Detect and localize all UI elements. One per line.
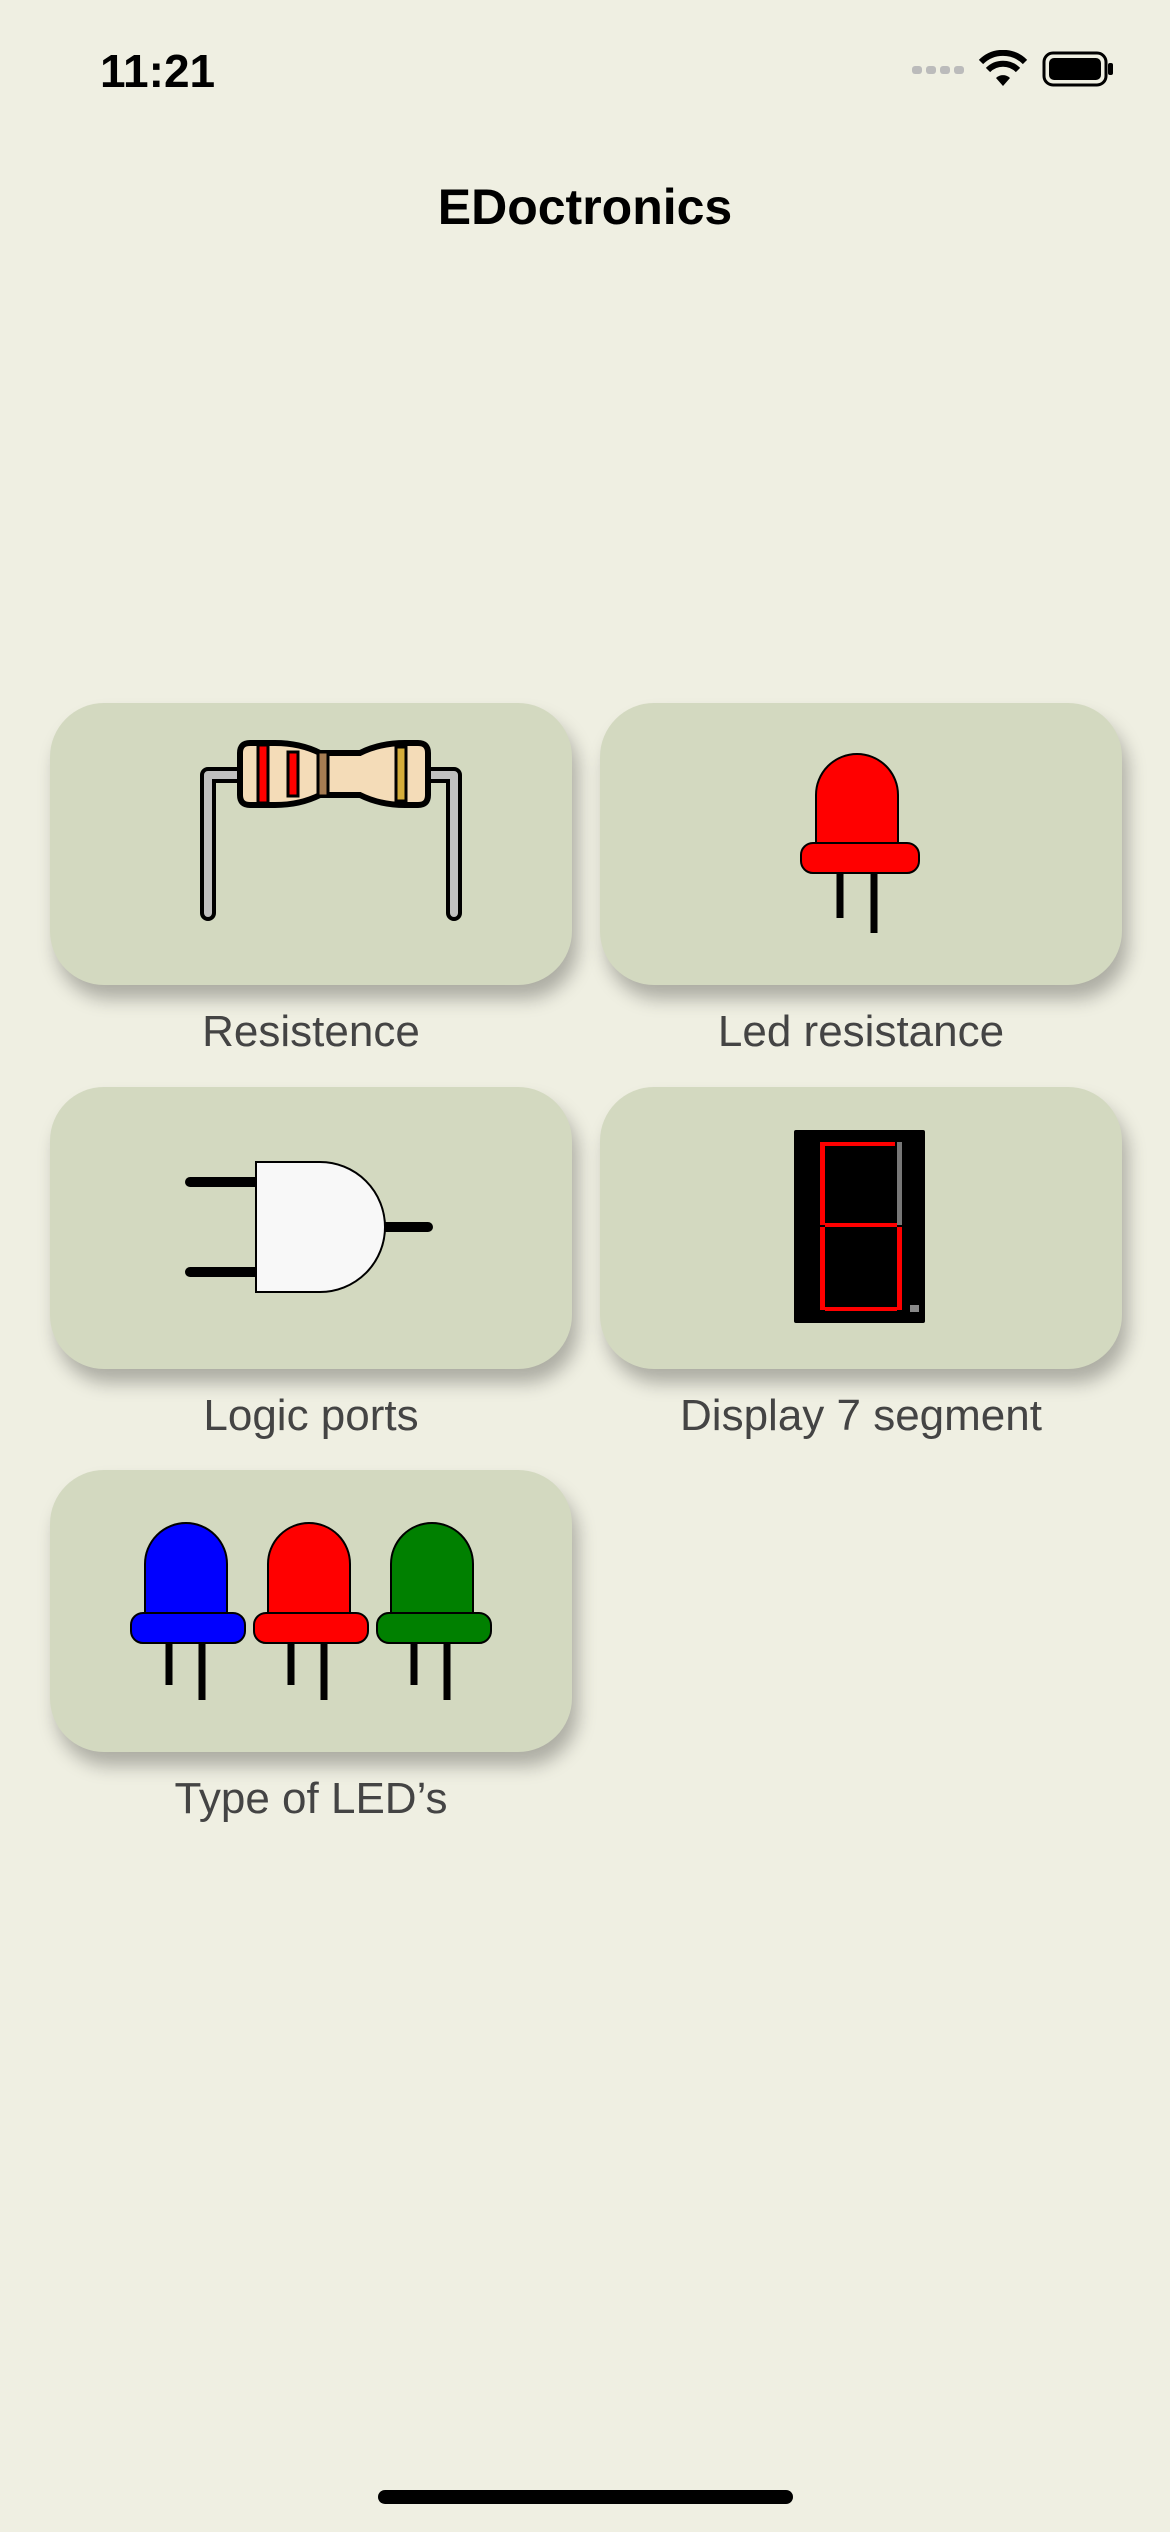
type-of-leds-card[interactable] xyxy=(50,1470,572,1752)
wifi-icon xyxy=(978,50,1028,86)
home-indicator[interactable] xyxy=(378,2490,793,2504)
led-resistance-label[interactable]: Led resistance xyxy=(717,1007,1005,1056)
display-7-segment-label[interactable]: Display 7 segment xyxy=(680,1391,1042,1440)
resistence-card[interactable] xyxy=(50,703,572,985)
resistence-label[interactable]: Resistence xyxy=(202,1007,420,1056)
status-time: 11:21 xyxy=(100,45,216,97)
logic-ports-card[interactable] xyxy=(50,1087,572,1369)
seven-segment-display-icon xyxy=(794,1130,925,1323)
type-of-leds-label[interactable]: Type of LED’s xyxy=(174,1774,448,1823)
battery-icon xyxy=(1042,51,1113,87)
display-7-segment-card[interactable] xyxy=(600,1087,1122,1369)
status-icons xyxy=(912,50,1114,88)
led-resistance-card[interactable] xyxy=(600,703,1122,985)
page-title: EDoctronics xyxy=(437,179,733,235)
resistor-icon xyxy=(200,740,462,921)
blue-led-icon xyxy=(130,1522,246,1700)
green-led-icon xyxy=(376,1522,492,1700)
and-gate-icon xyxy=(185,1161,433,1293)
rgb-leds-icon xyxy=(130,1522,492,1700)
red-led-icon xyxy=(253,1522,369,1700)
red-led-icon xyxy=(800,753,920,933)
signal-icon xyxy=(912,66,964,74)
logic-ports-label[interactable]: Logic ports xyxy=(203,1391,419,1440)
